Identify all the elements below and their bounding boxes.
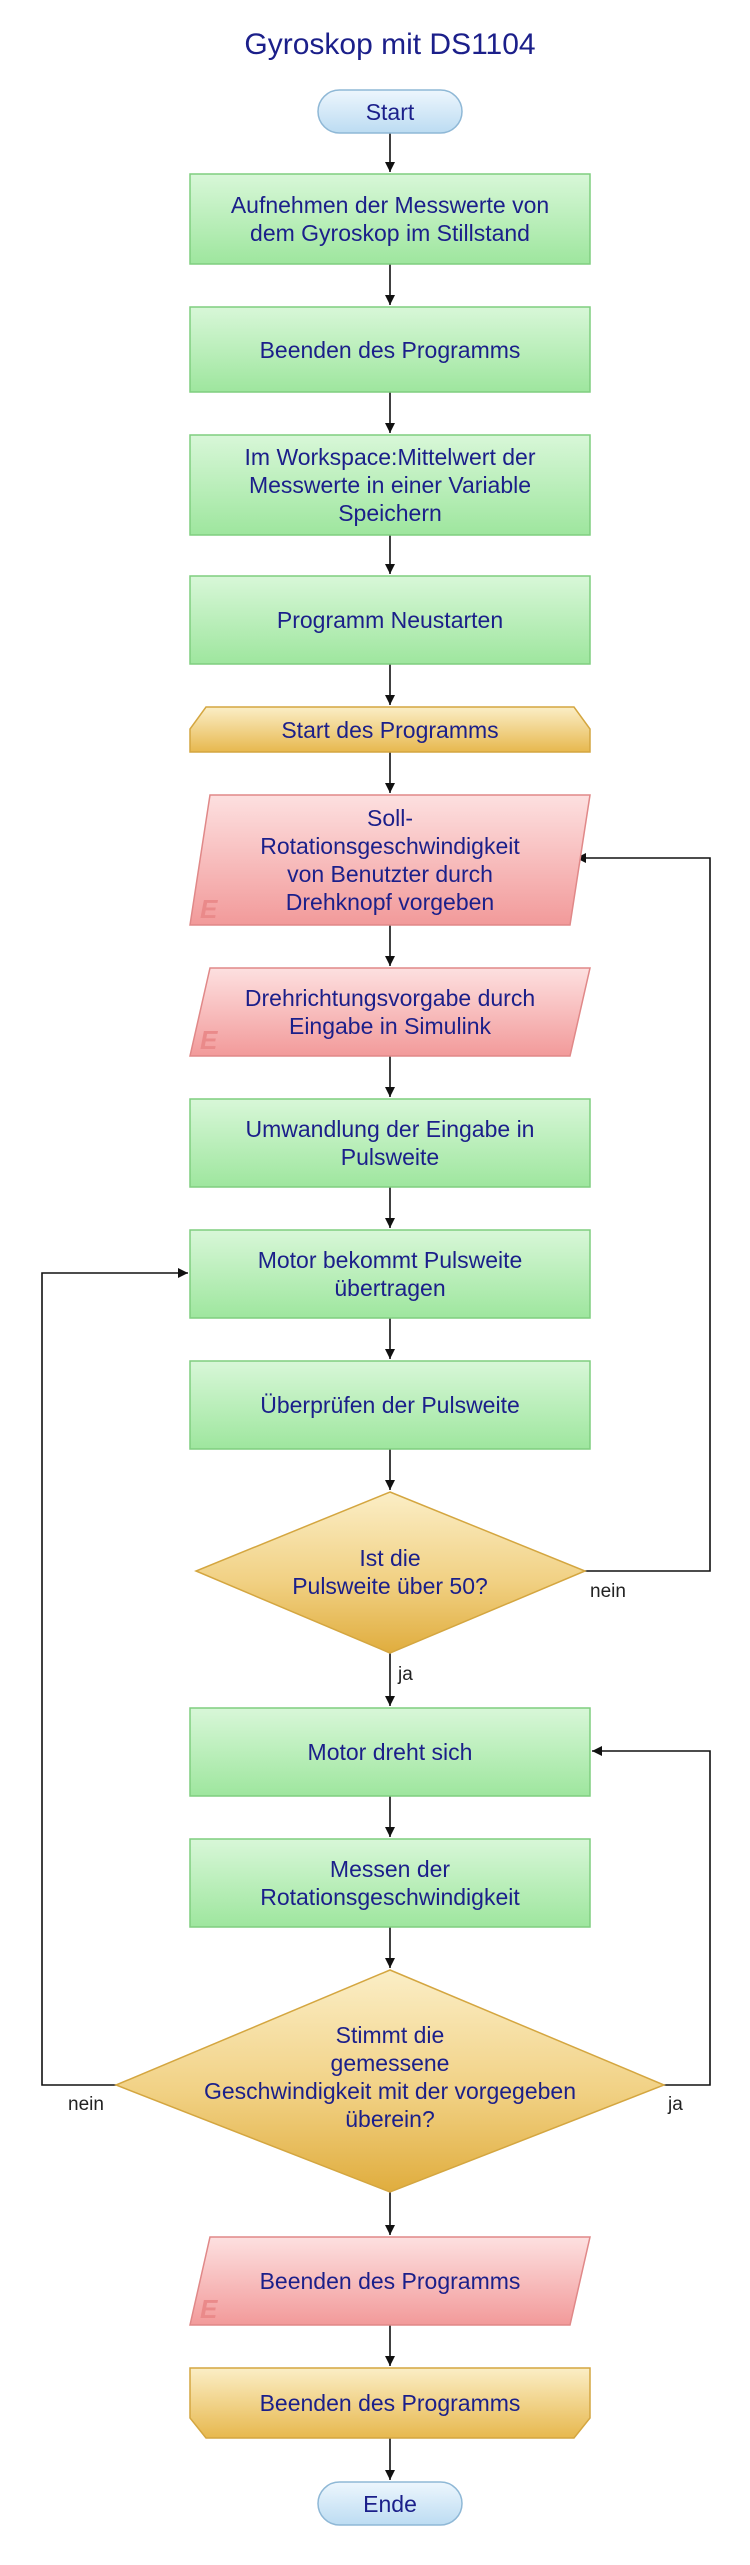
process-motor-rotates-label: Motor dreht sich <box>308 1739 473 1765</box>
start-of-program-block: Start des Programms <box>189 706 591 753</box>
start-label: Start <box>366 99 415 125</box>
end-terminal: Ende <box>317 2481 463 2526</box>
start-of-program-label: Start des Programms <box>281 717 498 743</box>
process-motor-rotates: Motor dreht sich <box>189 1707 591 1797</box>
process-check-pulse-width: Überprüfen der Pulsweite <box>189 1360 591 1450</box>
process-end-program-1-label: Beenden des Programms <box>260 337 521 363</box>
diagram-title: Gyroskop mit DS1104 <box>244 28 535 61</box>
process-end-program-1: Beenden des Programms <box>189 306 591 393</box>
end-label: Ende <box>363 2491 417 2517</box>
output-end-program-label: Beenden des Programms <box>260 2268 521 2294</box>
input-marker-icon: E <box>200 1025 218 1055</box>
edge-label-d1-no: nein <box>590 1581 626 1602</box>
input-marker-icon: E <box>200 894 218 924</box>
end-of-program-block: Beenden des Programms <box>189 2367 591 2439</box>
process-check-pulse-width-label: Überprüfen der Pulsweite <box>260 1392 520 1418</box>
output-end-program: E Beenden des Programms <box>189 2236 591 2326</box>
start-terminal: Start <box>317 89 463 134</box>
connectors <box>41 133 711 2480</box>
input-marker-icon: E <box>200 2294 218 2324</box>
edge-label-d1-yes: ja <box>397 1664 413 1685</box>
process-restart-program: Programm Neustarten <box>189 575 591 665</box>
end-of-program-label: Beenden des Programms <box>260 2390 521 2416</box>
edge-label-d2-no: nein <box>68 2094 104 2115</box>
edge-label-d2-yes: ja <box>667 2094 683 2115</box>
process-restart-program-label: Programm Neustarten <box>277 607 503 633</box>
